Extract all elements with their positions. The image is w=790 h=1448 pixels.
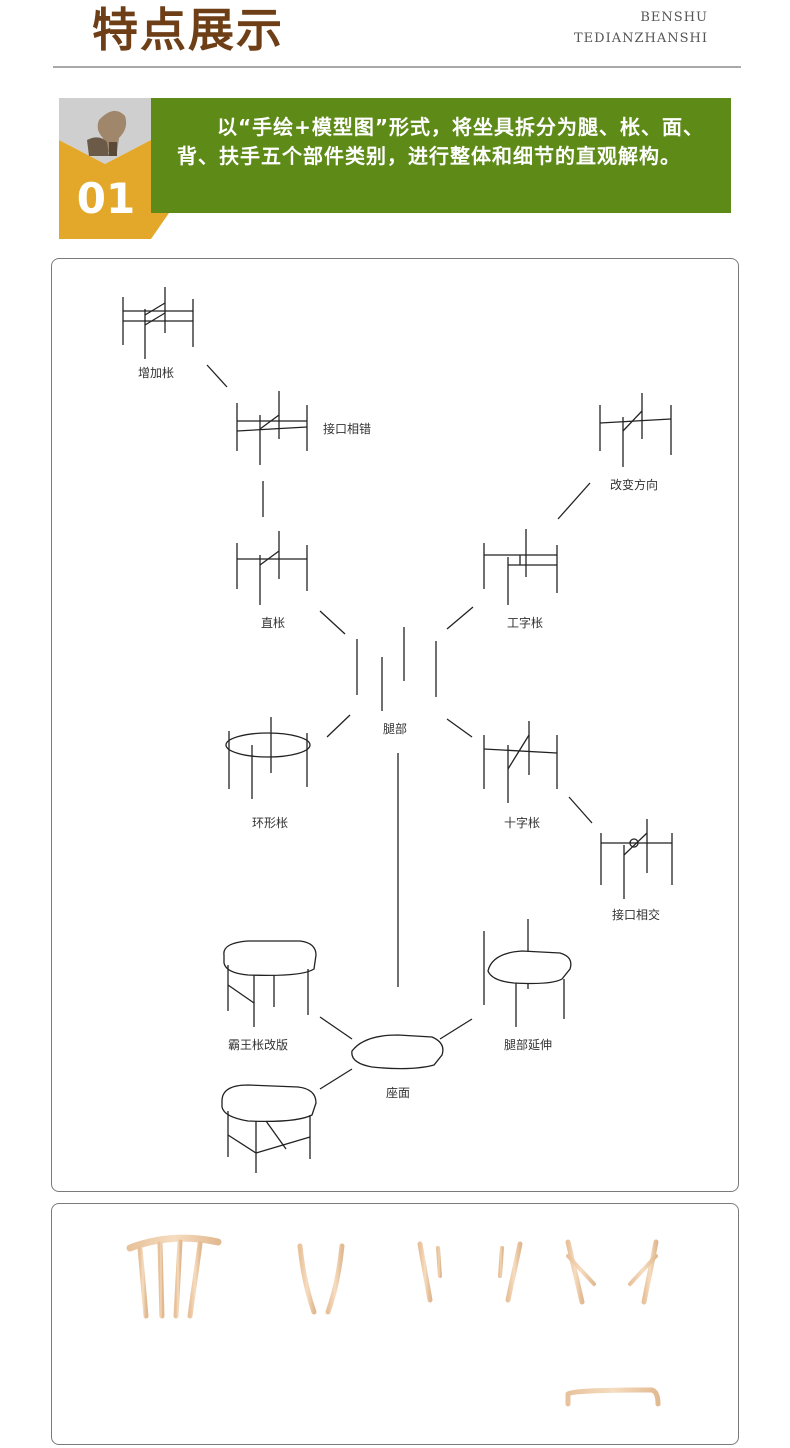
- seat-zuomian: [351, 1034, 444, 1070]
- part-backrest-splat: [278, 1240, 364, 1315]
- chair-frame-jiekouxiangjiao: [600, 819, 673, 899]
- english-subtitle-line-2: TEDIANZHANSHI: [574, 31, 708, 46]
- chair-frame-jiekouxiangcuo: [236, 391, 308, 465]
- badge-number: 01: [76, 174, 136, 223]
- deconstruction-diagram-panel: 增加枨 接口相错 改变方向 直枨 工字枨 腿部 环形枨 十字枨 接口相交 霸王枨…: [51, 258, 739, 1192]
- chair-bawangcheng: [223, 940, 317, 1027]
- deconstruction-diagram: 增加枨 接口相错 改变方向 直枨 工字枨 腿部 环形枨 十字枨 接口相交 霸王枨…: [122, 287, 673, 1173]
- label-huanxingcheng: 环形枨: [252, 816, 288, 830]
- parts-render-panel: [51, 1203, 739, 1445]
- chair-frame-huanxingcheng: [225, 717, 311, 799]
- english-subtitle-line-1: BENSHU: [640, 10, 708, 25]
- label-jiekouxiangjiao: 接口相交: [612, 907, 660, 922]
- chair-frame-gaibianfangxiang: [599, 393, 672, 467]
- chair-frame-gongzicheng: [483, 529, 558, 605]
- feature-banner: 01 以“手绘+模型图”形式，将坐具拆分为腿、枨、面、背、扶手五个部件类别，进行…: [59, 98, 731, 239]
- chair-frame-zhicheng: [236, 531, 308, 605]
- chair-frame-shizicheng: [483, 721, 558, 803]
- header-divider: [53, 66, 741, 68]
- page-title: 特点展示: [92, 3, 284, 57]
- part-backrest-curved: [126, 1234, 222, 1319]
- part-armrest-straight: [414, 1238, 526, 1303]
- label-gaibianfangxiang: 改变方向: [610, 477, 658, 492]
- label-tuibu: 腿部: [383, 721, 407, 736]
- label-zuomian: 座面: [386, 1085, 410, 1100]
- badge-graphic: [59, 98, 169, 239]
- part-arm-frame: [560, 1236, 662, 1305]
- badge-gold-panel: [59, 140, 169, 239]
- label-zengjiacheng: 增加枨: [138, 366, 174, 380]
- label-tuibuyanshen: 腿部延伸: [504, 1037, 552, 1052]
- label-shizicheng: 十字枨: [504, 815, 540, 830]
- chair-legs-tuibu: [356, 627, 437, 711]
- part-row-2: [119, 1387, 661, 1407]
- label-jiekouxiangcuo: 接口相错: [323, 421, 371, 436]
- banner-background: [151, 98, 731, 213]
- label-gongzicheng: 工字枨: [507, 615, 543, 630]
- chair-tuibuyanshen: [483, 919, 572, 1027]
- connector-lines: [206, 364, 593, 1090]
- chair-frame-zengjiacheng: [122, 287, 194, 359]
- label-bawangcheng: 霸王枨改版: [228, 1038, 288, 1052]
- label-zhicheng: 直枨: [261, 616, 285, 630]
- chair-lower-stretcher: [221, 1084, 317, 1173]
- sculpture-icon: [87, 110, 127, 156]
- feature-description: 以“手绘+模型图”形式，将坐具拆分为腿、枨、面、背、扶手五个部件类别，进行整体和…: [177, 115, 705, 168]
- parts-render-graphic: [119, 1234, 662, 1407]
